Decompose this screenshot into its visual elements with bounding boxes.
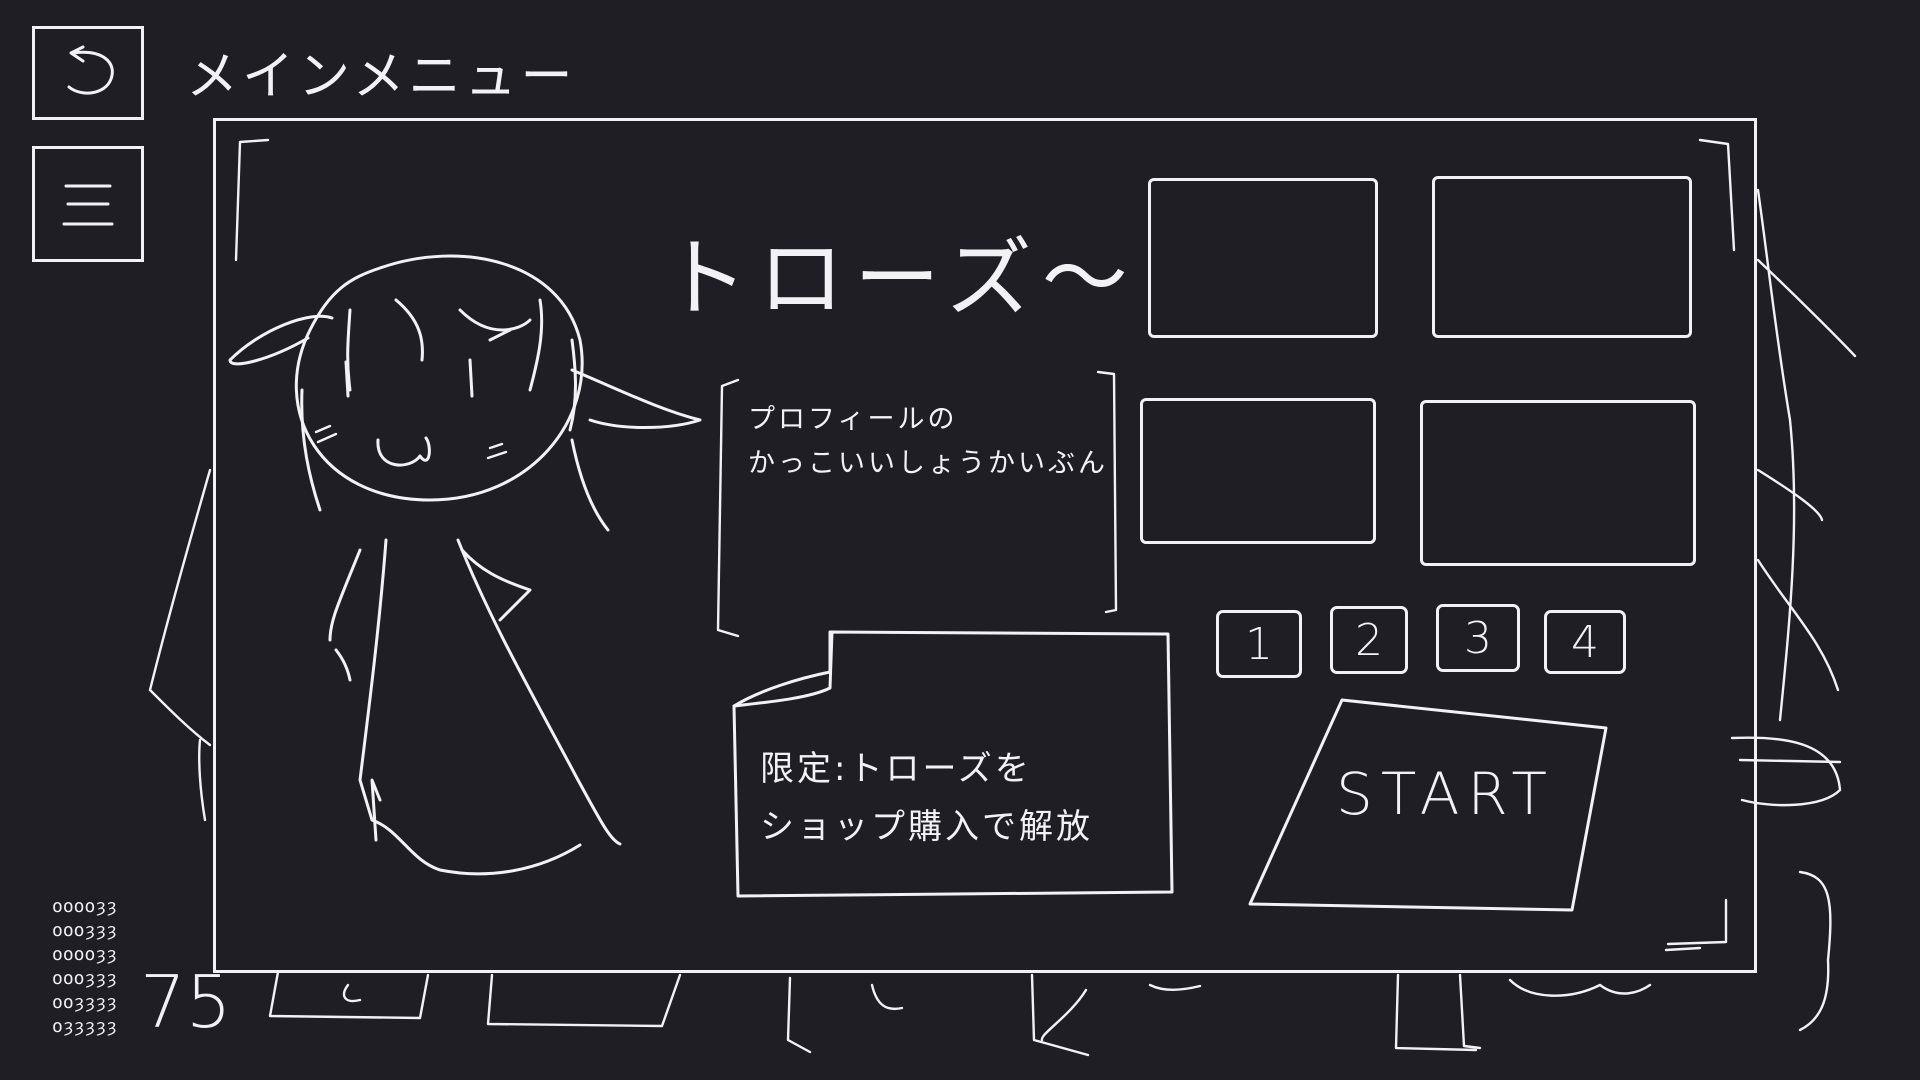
back-button[interactable] [32,26,144,120]
page-title: メインメニュー [186,47,577,107]
svg-text:ooooȝȝ: ooooȝȝ [52,896,117,917]
unlock-note-frame [732,630,1174,898]
menu-button[interactable] [32,146,144,262]
character-name: トローズ〜 [662,229,1138,329]
card-slot-2[interactable] [1432,176,1692,338]
svg-text:oȝȝȝȝȝ: oȝȝȝȝȝ [52,1016,117,1037]
main-panel [213,118,1757,973]
start-button[interactable] [1240,690,1620,920]
page-button-4[interactable]: 4 [1544,610,1626,674]
undo-arrow-icon [67,45,114,95]
page-button-1[interactable]: 1 [1216,610,1302,678]
svg-text:ooooȝȝ: ooooȝȝ [52,944,117,965]
page-button-3[interactable]: 3 [1436,604,1520,672]
hamburger-menu-icon [62,184,114,226]
svg-text:oooȝȝȝ: oooȝȝȝ [52,968,117,989]
card-slot-1[interactable] [1148,178,1378,338]
unlock-note: 限定:トローズを ショップ購入で解放 [760,749,1093,847]
card-slot-4[interactable] [1420,400,1696,566]
card-slot-3[interactable] [1140,398,1376,544]
page-button-2[interactable]: 2 [1330,606,1408,674]
bottom-counter: 75 [140,960,232,1044]
svg-text:ooȝȝȝȝ: ooȝȝȝȝ [52,992,117,1013]
svg-text:oooȝȝȝ: oooȝȝȝ [52,920,117,941]
profile-description: プロフィールの かっこいいしょうかいぶん [748,404,1108,479]
character-illustration [228,254,702,876]
